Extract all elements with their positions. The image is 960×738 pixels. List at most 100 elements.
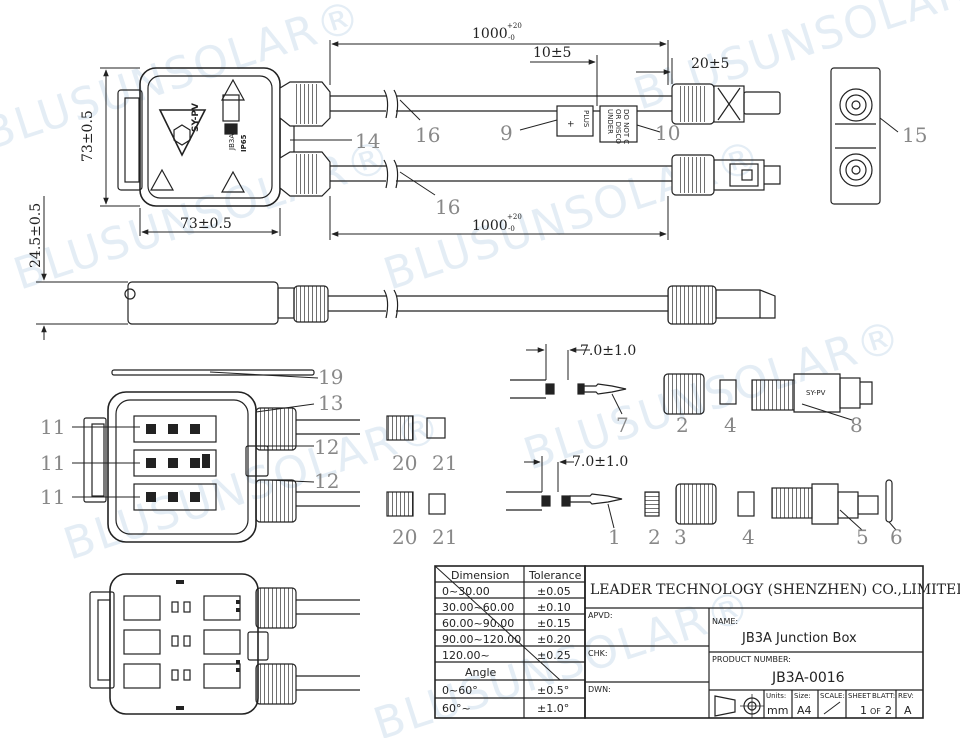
dwn-label: DWN: xyxy=(588,685,611,694)
connector-offset-dimension: 20±5 xyxy=(691,56,729,72)
plus-label-text: PLUS xyxy=(582,110,590,128)
tolerance-header-tolerance: Tolerance xyxy=(528,569,582,582)
angle-row-range: 0~60° xyxy=(442,684,478,697)
units-label: Units: xyxy=(766,692,786,700)
bottom-view xyxy=(89,573,360,715)
callout-11: 11 xyxy=(40,451,65,475)
box-height-dimension: 73±0.5 xyxy=(80,110,96,162)
blatt-label: BLATT: xyxy=(872,692,895,700)
top-view xyxy=(117,67,781,207)
box-brand-label: SY-PV xyxy=(191,103,201,132)
callout-16: 16 xyxy=(435,195,460,219)
cable-length-bottom: 1000 xyxy=(472,218,508,234)
callout-15: 15 xyxy=(902,123,927,147)
tolerance-row-range: 30.00~60.00 xyxy=(442,601,514,614)
tol-lower-top: -0 xyxy=(508,34,515,42)
sheet-total: 2 xyxy=(885,704,892,717)
of-label: OF xyxy=(870,707,881,716)
cable-length-top: 1000 xyxy=(472,26,508,42)
units-value: mm xyxy=(767,704,788,717)
scale-label: SCALE: xyxy=(820,692,845,700)
tol-lower-bottom: -0 xyxy=(508,225,515,233)
callout-21: 21 xyxy=(432,525,457,549)
tolerance-row-range: 0~30.00 xyxy=(442,585,490,598)
box-thickness-dimension: 24.5±0.5 xyxy=(28,203,44,268)
seal-parts-text: 20 21 20 21 xyxy=(392,451,457,549)
warning-line-1: DO NOT C xyxy=(622,109,630,144)
side-view xyxy=(36,196,776,340)
rev-value: A xyxy=(904,704,912,717)
title-block-text: LEADER TECHNOLOGY (SHENZHEN) CO.,LIMITED… xyxy=(588,582,960,717)
internal-view xyxy=(72,369,360,543)
box-rating-label: IP65 xyxy=(240,134,248,152)
sheet-label: SHEET xyxy=(848,692,872,700)
plus-offset-dimension: 10±5 xyxy=(533,45,571,61)
tolerance-row-range: 120.00~ xyxy=(442,649,490,662)
callout-16: 16 xyxy=(415,123,440,147)
tolerance-row-value: ±0.10 xyxy=(537,601,571,614)
callout-19: 19 xyxy=(318,365,343,389)
chk-label: CHK: xyxy=(588,649,608,658)
strip-length-dimension-1: 7.0±1.0 xyxy=(580,343,636,359)
callout-6: 6 xyxy=(890,525,903,549)
angle-row-value: ±1.0° xyxy=(537,702,569,715)
company-name: LEADER TECHNOLOGY (SHENZHEN) CO.,LIMITED xyxy=(590,582,960,598)
name-label: NAME: xyxy=(712,617,738,626)
callout-9: 9 xyxy=(500,121,513,145)
end-view xyxy=(830,67,881,205)
callout-11: 11 xyxy=(40,415,65,439)
callout-13: 13 xyxy=(318,391,343,415)
warning-line-3: UNDER xyxy=(606,109,614,134)
tolerance-row-value: ±0.15 xyxy=(537,617,571,630)
angle-header: Angle xyxy=(465,666,497,679)
callout-7: 7 xyxy=(616,413,629,437)
callout-11: 11 xyxy=(40,485,65,509)
connector-row-1 xyxy=(510,344,873,421)
callout-20: 20 xyxy=(392,525,417,549)
connector-row-2 xyxy=(506,456,897,531)
callout-10: 10 xyxy=(655,121,680,145)
callout-20: 20 xyxy=(392,451,417,475)
callout-3: 3 xyxy=(674,525,687,549)
watermark-text: BLUSUNSOLAR® xyxy=(0,0,369,160)
connector-row-2-text: 7.0±1.0 1 2 3 4 5 6 xyxy=(572,454,903,549)
box-width-dimension: 73±0.5 xyxy=(180,216,232,232)
apvd-label: APVD: xyxy=(588,611,613,620)
callout-12: 12 xyxy=(314,469,339,493)
connector-brand-label: SY-PV xyxy=(806,389,826,397)
callout-8: 8 xyxy=(850,413,863,437)
callout-21: 21 xyxy=(432,451,457,475)
product-number-label: PRODUCT NUMBER: xyxy=(712,655,791,664)
tolerance-table-text: Dimension Tolerance 0~30.00 ±0.05 30.00~… xyxy=(442,569,582,715)
callout-4: 4 xyxy=(742,525,755,549)
angle-row-value: ±0.5° xyxy=(537,684,569,697)
title-block xyxy=(584,565,924,719)
tolerance-row-value: ±0.20 xyxy=(537,633,571,646)
tolerance-row-range: 90.00~120.00 xyxy=(442,633,521,646)
size-value: A4 xyxy=(797,704,812,717)
strip-length-dimension-2: 7.0±1.0 xyxy=(572,454,628,470)
top-view-text: 1000 +20 -0 1000 +20 -0 10±5 20±5 73±0.5… xyxy=(80,22,927,234)
callout-2: 2 xyxy=(648,525,661,549)
seal-parts xyxy=(386,415,446,517)
callout-5: 5 xyxy=(856,525,869,549)
tolerance-row-range: 60.00~90.00 xyxy=(442,617,514,630)
angle-row-range: 60°~ xyxy=(442,702,471,715)
callout-4: 4 xyxy=(724,413,737,437)
product-number: JB3A-0016 xyxy=(771,670,845,686)
callout-14: 14 xyxy=(355,129,380,153)
size-label: Size: xyxy=(794,692,811,700)
rev-label: REV: xyxy=(898,692,914,700)
callout-12: 12 xyxy=(314,435,339,459)
tolerance-table xyxy=(434,565,586,719)
connector-row-1-text: 7.0±1.0 SY-PV 7 2 4 8 xyxy=(580,343,863,437)
tol-upper-top: +20 xyxy=(507,22,522,30)
callout-1: 1 xyxy=(608,525,621,549)
drawing-name: JB3A Junction Box xyxy=(741,631,857,646)
box-model-label: JB3A xyxy=(228,134,236,151)
tolerance-header-dimension: Dimension xyxy=(451,569,509,582)
internal-view-text: 11 11 11 19 13 12 12 xyxy=(40,365,343,509)
callout-2: 2 xyxy=(676,413,689,437)
